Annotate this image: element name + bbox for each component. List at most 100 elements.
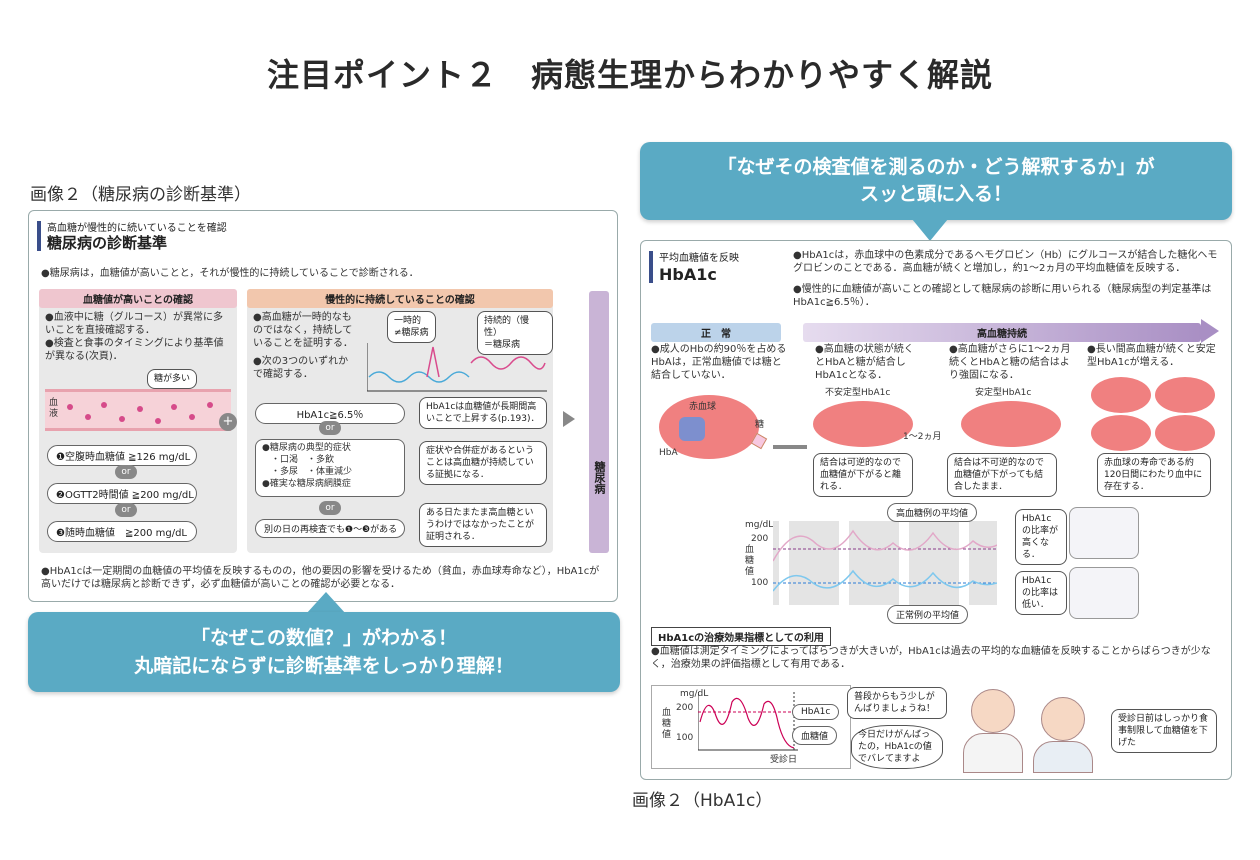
hba1c-intro-2: ●慢性的に血糖値が高いことの確認として糖尿病の診断に用いられる（糖尿病型の判定基… [793, 284, 1212, 308]
sugar-label: 糖 [755, 420, 765, 430]
chronic-note-1: ●高血糖が一時的なものではなく，持続していることを証明する． [253, 312, 353, 349]
chronic-note-2: ●次の3つのいずれかで確認する． [253, 356, 349, 380]
hba-label: HbA [659, 448, 678, 458]
nurse-avatar [971, 689, 1015, 733]
stable-label: 安定型HbA1c [975, 388, 1032, 398]
patient-avatar [1041, 697, 1085, 741]
left-callout-line1: 「なぜこの数値？」がわかる！ [190, 627, 457, 649]
diagnosis-subtitle: 高血糖が慢性的に続いていることを確認 [47, 223, 227, 234]
normal-text: ●成人のHbの約90％を占めるHbAは，正常血糖値では糖と結合していない． [651, 344, 787, 381]
hba1c-note: HbA1cは血糖値が長期間高いことで上昇する(p.193)． [419, 397, 547, 429]
callout-pointer-left [306, 592, 346, 614]
symptom-1: ●糖尿病の典型的症状 [262, 443, 351, 453]
blood-label: 血液 [49, 398, 59, 419]
stage2-text: ●高血糖がさらに1〜2ヵ月続くとHbAと糖の結合はより強固になる． [949, 344, 1071, 381]
plus-icon: + [219, 413, 237, 431]
rbc-stage3-a [1091, 377, 1151, 413]
tick-200: 200 [751, 534, 769, 544]
glucose-average-chart [773, 521, 997, 605]
or-badge-3: or [319, 421, 341, 435]
retest-note: ある日たまたま高血糖というわけではなかったことが証明される． [419, 503, 547, 547]
high-glucose-box: 血糖値が高いことの確認 ●血液中に糖（グルコース）が異常に多いことを直接確認する… [39, 289, 237, 553]
criterion-ogtt: ❷OGTT2時間値 ≧200 mg/dL [47, 483, 197, 504]
treatment-chart-box: mg/dL 血糖値 200 100 受診日 HbA1c 血糖値 [651, 685, 851, 769]
chart2-tick-200: 200 [676, 703, 694, 713]
criterion-fasting: ❶空腹時血糖値 ≧126 mg/dL [47, 445, 197, 466]
diagnosis-footer: ●HbA1cは一定期間の血糖値の平均値を反映するものの，他の要因の影響を受けるた… [41, 566, 600, 590]
nurse-speech: 普段からもう少しがんばりましょうね！ [847, 687, 947, 719]
nurse-body [963, 733, 1023, 773]
chart2-xlabel: 受診日 [770, 755, 798, 765]
reversible-note: 結合は可逆的なので血糖値が下がると離れる． [813, 453, 913, 497]
diagnosis-heading-block: 高血糖が慢性的に続いていることを確認 糖尿病の診断基準 [37, 221, 227, 251]
chronic-bubble: 持続的（慢性） ＝糖尿病 [477, 311, 553, 355]
patient-note: 受診日前はしっかり食事制限して血糖値を下げた [1111, 709, 1217, 753]
symptoms-note: 症状や合併症があるということは高血糖が持続している証拠になる． [419, 441, 547, 485]
or-badge-1: or [115, 465, 137, 479]
diagnosis-result: 糖尿病 [589, 291, 609, 553]
chart2-ylabel: 血糖値 [662, 708, 672, 740]
left-callout: 「なぜこの数値？」がわかる！ 丸暗記にならずに診断基準をしっかり理解！ [28, 612, 620, 692]
chart-unit: mg/dL [745, 520, 774, 530]
right-callout-line2: スッと頭に入る！ [859, 183, 1012, 205]
irreversible-note: 結合は不可逆的なので血糖値が下がっても結合したまま． [947, 453, 1057, 497]
chronic-header: 慢性的に持続していることの確認 [247, 289, 553, 308]
section2-text: ●血糖値は測定タイミングによってばらつきが大きいが，HbA1cは過去の平均的な血… [651, 646, 1211, 670]
section2-title: HbA1cの治療効果指標としての利用 [651, 627, 831, 646]
chart2-glucose-label: 血糖値 [792, 726, 838, 745]
double-arrow-icon [773, 445, 807, 449]
lifespan-note: 赤血球の寿命である約120日間にわたり血中に存在する． [1097, 453, 1211, 497]
glucose-wave-chart [367, 343, 547, 392]
rbc-stage3-c [1091, 415, 1151, 451]
high-note-2: ●検査と食事のタイミングにより基準値が異なる(次頁)． [45, 338, 224, 362]
diagnosis-intro: ●糖尿病は，血糖値が高いことと，それが慢性的に持続していることで診断される． [41, 268, 419, 279]
criterion-random: ❸随時血糖値 ≧200 mg/dL [47, 521, 197, 542]
diagnosis-heading: 糖尿病の診断基準 [47, 234, 168, 252]
unstable-label: 不安定型HbA1c [825, 388, 891, 398]
tick-100: 100 [751, 578, 769, 588]
retest-criterion: 別の日の再検査でも❶〜❸がある [255, 519, 405, 538]
months-label: 1〜2ヵ月 [903, 432, 942, 442]
high-arrow-icon [1201, 319, 1219, 343]
high-glucose-header: 血糖値が高いことの確認 [39, 289, 237, 308]
treatment-chart [698, 692, 798, 751]
chart-ylabel: 血糖値 [745, 545, 755, 577]
hba1c-heading: HbA1c [659, 265, 717, 284]
hba1c-panel: 平均血糖値を反映 HbA1c ●HbA1cは，赤血球中の色素成分であるヘモグロビ… [640, 240, 1232, 780]
blood-vessel: 血液 [45, 389, 231, 431]
callout-pointer-right [912, 219, 948, 241]
normal-header: 正 常 [651, 323, 781, 342]
or-badge-2: or [115, 503, 137, 517]
right-caption: 画像２（HbA1c） [632, 791, 773, 811]
high-average-label: 高血糖例の平均値 [887, 503, 978, 522]
chart2-hba1c-label: HbA1c [792, 704, 840, 720]
temporary-bubble: 一時的 ≠糖尿病 [387, 311, 436, 343]
chart2-tick-100: 100 [676, 733, 694, 743]
page-title: 注目ポイント２ 病態生理からわかりやすく解説 [266, 56, 993, 94]
hba1c-subtitle: 平均血糖値を反映 [659, 253, 739, 264]
rbc-normal [659, 395, 759, 459]
rbc-label: 赤血球 [689, 402, 717, 412]
diagnosis-panel: 高血糖が慢性的に続いていることを確認 糖尿病の診断基準 ●糖尿病は，血糖値が高い… [28, 210, 618, 602]
high-note-1: ●血液中に糖（グルコース）が異常に多いことを直接確認する． [45, 312, 224, 336]
hba1c-heading-block: 平均血糖値を反映 HbA1c [649, 251, 739, 283]
rbc-stage3-d [1155, 415, 1215, 451]
thought-bubble: 今日だけがんばったの，HbA1cの値でバレてますよ [851, 725, 943, 769]
rbc-stage1 [813, 401, 913, 447]
symptom-4: ●確実な糖尿病網膜症 [262, 479, 351, 489]
low-ratio-note: HbA1cの比率は低い． [1015, 571, 1067, 615]
chronic-box: 慢性的に持続していることの確認 ●高血糖が一時的なものではなく，持続していること… [247, 289, 553, 553]
symptom-2: ・口渇 ・多飲 [262, 455, 335, 465]
symptom-3: ・多尿 ・体重減少 [262, 467, 353, 477]
symptoms-box: ●糖尿病の典型的症状 ・口渇 ・多飲 ・多尿 ・体重減少 ●確実な糖尿病網膜症 [255, 439, 405, 497]
sugar-bubble: 糖が多い [147, 369, 198, 389]
rbc-stage2 [961, 401, 1061, 447]
normal-average-label: 正常例の平均値 [887, 605, 969, 624]
hba-molecule-icon [679, 417, 705, 441]
left-callout-line2: 丸暗記にならずに診断基準をしっかり理解！ [134, 655, 514, 677]
or-badge-4: or [319, 501, 341, 515]
left-caption: 画像２（糖尿病の診断基準） [30, 185, 251, 205]
high-sustained-header: 高血糖持続 [803, 323, 1201, 342]
chart2-unit: mg/dL [680, 689, 709, 699]
rbc-stage3-b [1155, 377, 1215, 413]
